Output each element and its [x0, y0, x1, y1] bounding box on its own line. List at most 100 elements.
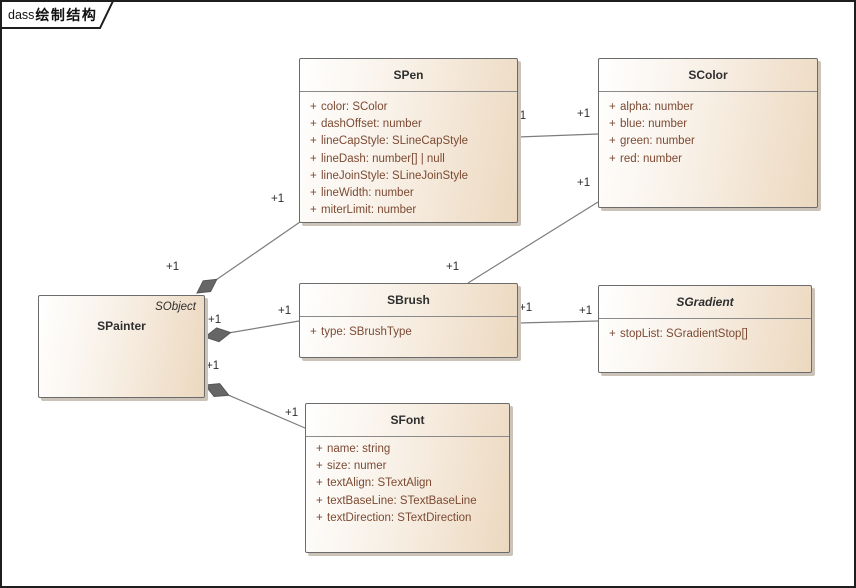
multiplicity-label: +1 [579, 305, 593, 317]
attribute-compartment: + stopList: SGradientStop[] [599, 319, 811, 342]
attribute-row: + miterLimit: number [300, 202, 517, 219]
attribute-text: miterLimit: number [321, 204, 417, 217]
attribute-row: + type: SBrushType [300, 323, 517, 340]
attribute-text: blue: number [620, 117, 688, 130]
attribute-text: textBaseLine: STextBaseLine [327, 494, 477, 507]
multiplicity-label: +1 [166, 261, 180, 273]
connector-pen-color [517, 133, 599, 138]
attribute-row: + stopList: SGradientStop[] [599, 325, 811, 342]
attribute-compartment: + alpha: number + blue: number + green: num… [599, 92, 817, 167]
attribute-text: red: number [620, 152, 683, 165]
class-sbrush[interactable]: SBrush + type: SBrushType [299, 283, 518, 358]
visibility-symbol: + [316, 459, 323, 472]
attribute-row: + lineJoinStyle: SLineJoinStyle [300, 167, 517, 184]
attribute-row: + lineDash: number[] | null [300, 150, 517, 167]
attribute-text: size: numer [327, 459, 387, 472]
class-scolor[interactable]: SColor + alpha: number + blue: number + gre… [598, 58, 818, 208]
attribute-row: + textAlign: STextAlign [306, 475, 509, 492]
diagram-title-text: 绘制结构 [35, 7, 98, 23]
multiplicity-label: +1 [206, 360, 220, 372]
multiplicity-label: +1 [208, 314, 222, 326]
connector-brush-gradient [517, 320, 599, 324]
class-spainter[interactable]: SObject SPainter [38, 295, 205, 398]
attribute-compartment: + name: string + size: numer + textAlign: S… [306, 437, 509, 526]
class-sgradient[interactable]: SGradient + stopList: SGradientStop[] [598, 285, 812, 373]
connector-painter-brush [230, 320, 300, 334]
class-name-text: SGradient [676, 295, 734, 309]
class-name-text: SFont [390, 413, 425, 427]
attribute-text: textAlign: STextAlign [327, 477, 432, 490]
attribute-row: + dashOffset: number [300, 115, 517, 132]
connector-painter-pen [216, 221, 301, 280]
multiplicity-label: +1 [446, 261, 460, 273]
visibility-symbol: + [609, 117, 616, 130]
visibility-symbol: + [609, 152, 616, 165]
class-name-spen: SPen [300, 59, 517, 92]
multiplicity-label: +1 [577, 108, 591, 120]
composition-diamond-font [204, 383, 230, 398]
visibility-symbol: + [316, 442, 323, 455]
composition-diamond-pen [196, 278, 218, 294]
attribute-text: stopList: SGradientStop[] [620, 327, 748, 340]
attribute-text: green: number [620, 135, 695, 148]
visibility-symbol: + [310, 135, 317, 148]
frame-tab-shape [0, 0, 115, 29]
visibility-symbol: + [609, 135, 616, 148]
attribute-row: + blue: number [599, 115, 817, 132]
attribute-text: lineDash: number[] | null [321, 152, 445, 165]
visibility-symbol: + [310, 152, 317, 165]
attribute-row: + color: SColor [300, 98, 517, 115]
attribute-row: + lineCapStyle: SLineCapStyle [300, 133, 517, 150]
visibility-symbol: + [316, 477, 323, 490]
visibility-symbol: + [310, 187, 317, 200]
visibility-symbol: + [310, 325, 317, 338]
parent-classifier-label: SObject [155, 301, 196, 313]
attribute-compartment: + type: SBrushType [300, 317, 517, 340]
class-name-text: SPen [393, 68, 424, 82]
attribute-text: dashOffset: number [321, 117, 422, 130]
attribute-text: alpha: number [620, 100, 694, 113]
attribute-text: lineJoinStyle: SLineJoinStyle [321, 169, 469, 182]
class-sfont[interactable]: SFont + name: string + size: numer + textAl… [305, 403, 510, 553]
multiplicity-label: +1 [577, 177, 591, 189]
attribute-text: color: SColor [321, 100, 388, 113]
visibility-symbol: + [310, 204, 317, 217]
visibility-symbol: + [609, 327, 616, 340]
multiplicity-label: +1 [278, 305, 292, 317]
diagram-title: dass 绘制结构 [8, 3, 97, 27]
class-name-scolor: SColor [599, 59, 817, 92]
multiplicity-label: +1 [285, 407, 299, 419]
class-name-text: SBrush [387, 293, 430, 307]
attribute-text: name: string [327, 442, 391, 455]
diagram-frame-tab: dass 绘制结构 [0, 0, 140, 34]
composition-diamond-brush [203, 327, 232, 343]
attribute-row: + textBaseLine: STextBaseLine [306, 492, 509, 509]
attribute-row: + alpha: number [599, 98, 817, 115]
visibility-symbol: + [609, 100, 616, 113]
multiplicity-label: +1 [519, 302, 533, 314]
visibility-symbol: + [310, 169, 317, 182]
class-name-text: SColor [688, 68, 728, 82]
class-name-sfont: SFont [306, 404, 509, 437]
attribute-text: lineCapStyle: SLineCapStyle [321, 135, 469, 148]
attribute-text: type: SBrushType [321, 325, 412, 338]
visibility-symbol: + [310, 100, 317, 113]
visibility-symbol: + [316, 511, 323, 524]
multiplicity-label: +1 [271, 193, 285, 205]
class-name-spainter: SPainter [97, 319, 146, 333]
attribute-compartment: + color: SColor + dashOffset: number + line… [300, 92, 517, 219]
attribute-row: + lineWidth: number [300, 184, 517, 201]
class-name-sgradient: SGradient [599, 286, 811, 319]
attribute-row: + size: numer [306, 457, 509, 474]
diagram-type-prefix: dass [8, 8, 35, 22]
class-name-sbrush: SBrush [300, 284, 517, 317]
attribute-row: + name: string [306, 440, 509, 457]
class-spen[interactable]: SPen + color: SColor + dashOffset: number … [299, 58, 518, 223]
visibility-symbol: + [310, 117, 317, 130]
attribute-row: + textDirection: STextDirection [306, 509, 509, 526]
attribute-row: + red: number [599, 150, 817, 167]
attribute-text: textDirection: STextDirection [327, 511, 472, 524]
attribute-text: lineWidth: number [321, 187, 414, 200]
visibility-symbol: + [316, 494, 323, 507]
